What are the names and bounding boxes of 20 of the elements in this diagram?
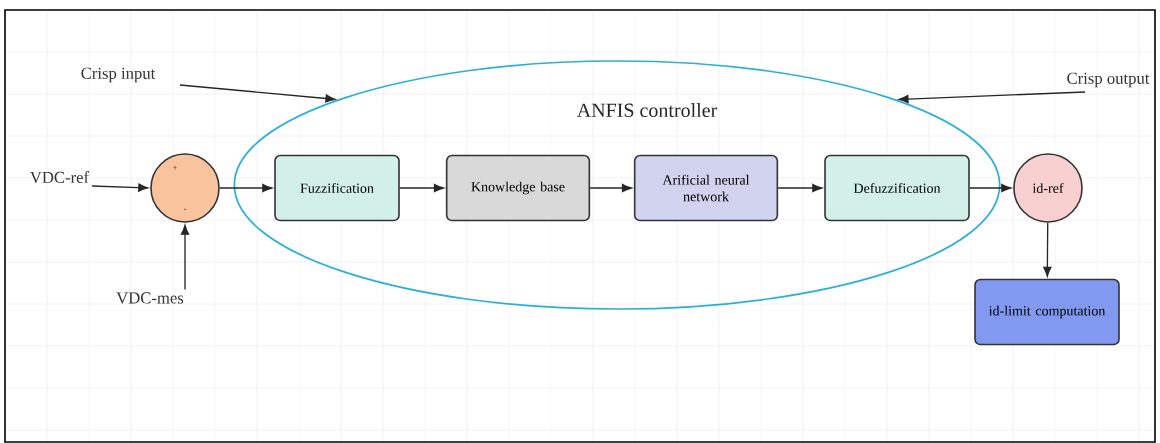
signal-label: Crisp input xyxy=(81,67,156,83)
signal-label: Crisp output xyxy=(1067,72,1150,88)
process-box: Defuzzification xyxy=(824,154,970,222)
arrow xyxy=(777,183,823,193)
arrow xyxy=(399,183,444,193)
leader-arrow xyxy=(898,91,1086,104)
arrow xyxy=(180,224,190,291)
arrow xyxy=(589,183,632,193)
signal-label: VDC-ref xyxy=(30,171,90,184)
arrow xyxy=(969,183,1012,193)
process-box: id-limit computation xyxy=(974,278,1120,346)
process-box: Arificial neural network xyxy=(633,154,779,222)
leader-arrow xyxy=(179,84,336,103)
signal-label: VDC-mes xyxy=(116,292,184,304)
arrow xyxy=(1043,222,1052,277)
arrow xyxy=(91,183,149,192)
process-box: Knowledge base xyxy=(445,154,591,222)
arrow xyxy=(219,183,273,193)
process-box: Fuzzification xyxy=(274,154,400,222)
circle-node: id-ref xyxy=(1013,153,1083,223)
